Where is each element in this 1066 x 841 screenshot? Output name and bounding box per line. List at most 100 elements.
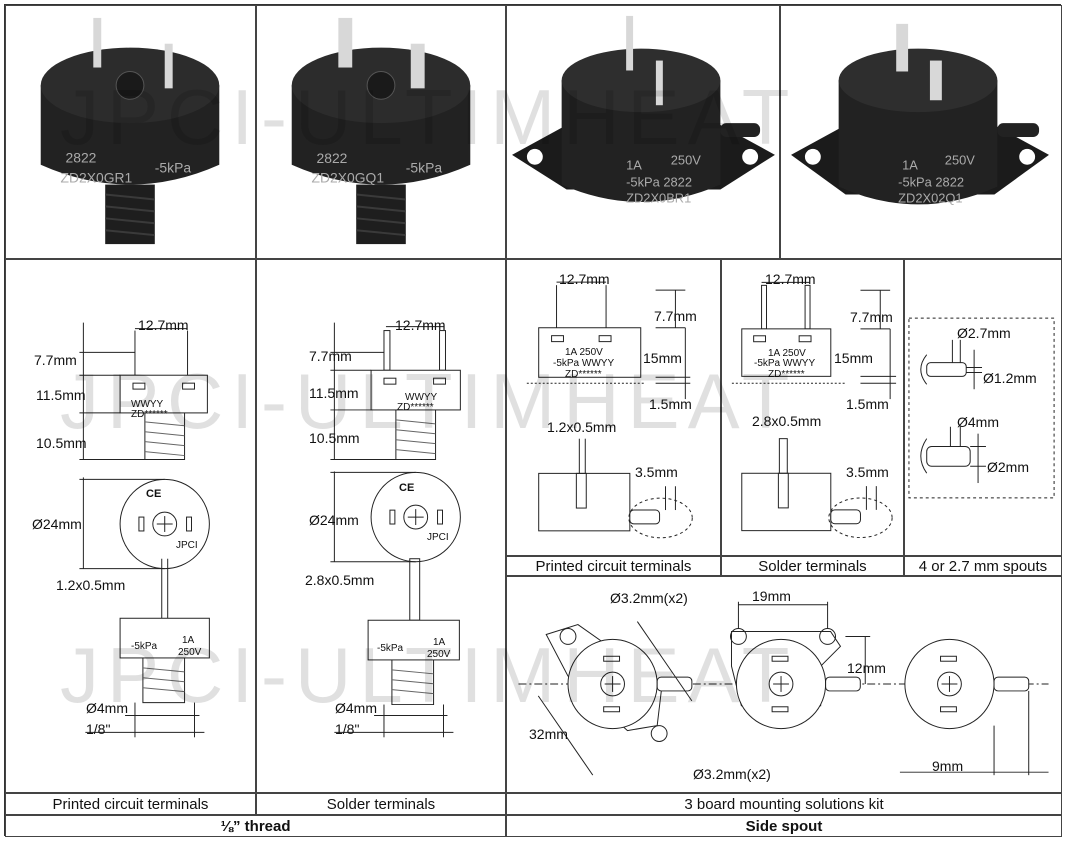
label-1a: 1A (182, 635, 195, 646)
drawing-thread-solder: 12.7mm 7.7mm 11.5mm 10.5mm WWYY ZD******… (256, 259, 506, 793)
dim-terminal-size: 2.8x0.5mm (305, 572, 375, 588)
label-jpci: JPCI (427, 532, 449, 543)
dim-base-height: 1.5mm (846, 396, 889, 412)
terminal-b (164, 43, 173, 89)
thread-lines (105, 193, 155, 237)
label-zd: ZD****** (397, 402, 434, 413)
dim-thread-size: 1/8" (335, 721, 360, 737)
dim-body-height: 11.5mm (309, 385, 359, 401)
dim-hole-diameter-top: Ø3.2mm(x2) (610, 590, 688, 606)
terminal-b (929, 60, 942, 101)
side-spout (997, 123, 1040, 137)
label-250v: 250V (178, 647, 202, 658)
label-rating: 1A 250V (768, 348, 806, 359)
spout-sizes-drawing (908, 317, 1055, 499)
dim-terminal-height: 7.7mm (309, 348, 352, 364)
photo-model: ZD2X0BR1 (626, 190, 691, 205)
dim-body-height: 15mm (643, 350, 682, 366)
sensor-photo-spout-pcb: 1A 250V -5kPa 2822 ZD2X0BR1 (512, 15, 775, 205)
dim-terminal-height: 7.7mm (850, 309, 893, 325)
photo-rating-a: 1A (626, 158, 642, 173)
label-wwyy: WWYY (405, 392, 438, 403)
sensor-photo-thread-pcb: 2822 ZD2X0GR1 -5kPa (40, 17, 220, 245)
photo-rating-v: 250V (671, 153, 701, 168)
dim-terminal-pitch: 12.7mm (395, 317, 446, 333)
photo-cell-1: 2822 ZD2X0GR1 -5kPa (5, 5, 256, 259)
dim-thread-size: 1/8" (86, 721, 111, 737)
label-jpci: JPCI (176, 540, 198, 551)
label-wwyy: WWYY (131, 399, 164, 410)
dim-spout-length: 9mm (932, 758, 964, 774)
photo-rating-a: 1A (902, 158, 918, 173)
label-kpa: -5kPa (377, 643, 404, 654)
mounting-kit-drawing (518, 601, 1049, 776)
dim-hole-spacing: 19mm (752, 588, 791, 604)
photo-code: 2822 (66, 150, 97, 166)
label-ce: CE (146, 488, 162, 500)
dim-thread-length: 10.5mm (309, 430, 360, 446)
terminal-a (93, 17, 102, 68)
caption-thread-pcb: Printed circuit terminals (5, 793, 256, 815)
thread-lines (356, 193, 406, 237)
caption-spout-sizes: 4 or 2.7 mm spouts (904, 556, 1062, 576)
dim-spout-inner-small: Ø1.2mm (983, 370, 1037, 386)
photo-rating-v: 250V (945, 153, 975, 168)
dim-body-height: 15mm (834, 350, 873, 366)
dim-thread-length: 10.5mm (36, 435, 87, 451)
footer-thread: ⅛” thread (5, 815, 506, 837)
label-250v: 250V (427, 649, 451, 660)
dim-terminal-pitch: 12.7mm (559, 271, 610, 287)
dim-terminal-size: 1.2x0.5mm (56, 577, 126, 593)
spout-pcb-drawing (526, 281, 693, 539)
body-side (838, 80, 998, 205)
photo-line2: -5kPa 2822 (898, 175, 964, 190)
screw (115, 70, 145, 100)
mount-hole-left (804, 148, 821, 165)
terminal-a (896, 23, 909, 72)
side-spout (720, 123, 761, 137)
label-zd: ZD****** (131, 409, 168, 420)
dim-spout-offset: 3.5mm (846, 464, 889, 480)
screw (366, 70, 396, 100)
photo-cell-3: 1A 250V -5kPa 2822 ZD2X0BR1 (506, 5, 780, 259)
caption-thread-solder: Solder terminals (256, 793, 506, 815)
photo-pressure: -5kPa (406, 160, 443, 176)
mount-hole-right (742, 148, 759, 165)
photo-model: ZD2X02Q1 (898, 190, 962, 205)
dim-terminal-pitch: 12.7mm (765, 271, 816, 287)
thread-solder-drawing (330, 322, 461, 738)
terminal-a (626, 15, 634, 71)
drawing-mounting-kit: Ø3.2mm(x2) 19mm 12mm 32mm Ø3.2mm(x2) 9mm (506, 576, 1062, 793)
label-kpa-wwyy: -5kPa WWYY (754, 358, 816, 369)
dim-diameter: Ø24mm (32, 516, 82, 532)
spout-solder-drawing (731, 281, 897, 539)
dim-body-height: 11.5mm (36, 387, 86, 403)
photo-pressure: -5kPa (155, 160, 192, 176)
footer-side-spout: Side spout (506, 815, 1062, 837)
label-kpa: -5kPa (131, 641, 158, 652)
dim-port-diameter: Ø4mm (335, 700, 377, 716)
dim-terminal-pitch: 12.7mm (138, 317, 189, 333)
dim-spout-inner-large: Ø2mm (987, 459, 1029, 475)
thread-pcb-drawing (79, 322, 210, 738)
mount-hole-left (526, 148, 543, 165)
dim-spout-outer-small: Ø2.7mm (957, 325, 1011, 341)
photo-cell-2: 2822 ZD2X0GQ1 -5kPa (256, 5, 506, 259)
dim-hole-offset: 12mm (847, 660, 886, 676)
photo-cell-4: 1A 250V -5kPa 2822 ZD2X02Q1 (780, 5, 1062, 259)
caption-mounting-kit: 3 board mounting solutions kit (506, 793, 1062, 815)
photo-code: 2822 (317, 150, 348, 166)
label-ce: CE (399, 482, 415, 494)
label-zd: ZD****** (768, 369, 805, 380)
dim-spout-outer-large: Ø4mm (957, 414, 999, 430)
terminal-b (655, 60, 663, 106)
body-side (561, 80, 721, 202)
photo-model: ZD2X0GQ1 (312, 170, 385, 186)
dim-terminal-height: 7.7mm (654, 308, 697, 324)
label-rating: 1A 250V (565, 347, 603, 358)
sensor-photo-spout-solder: 1A 250V -5kPa 2822 ZD2X02Q1 (791, 23, 1049, 205)
dim-flange-length: 32mm (529, 726, 568, 742)
drawing-spout-solder: 12.7mm 7.7mm 15mm 1.5mm 1A 250V -5kPa WW… (721, 259, 904, 556)
dim-terminal-size: 1.2x0.5mm (547, 419, 617, 435)
dim-port-diameter: Ø4mm (86, 700, 128, 716)
